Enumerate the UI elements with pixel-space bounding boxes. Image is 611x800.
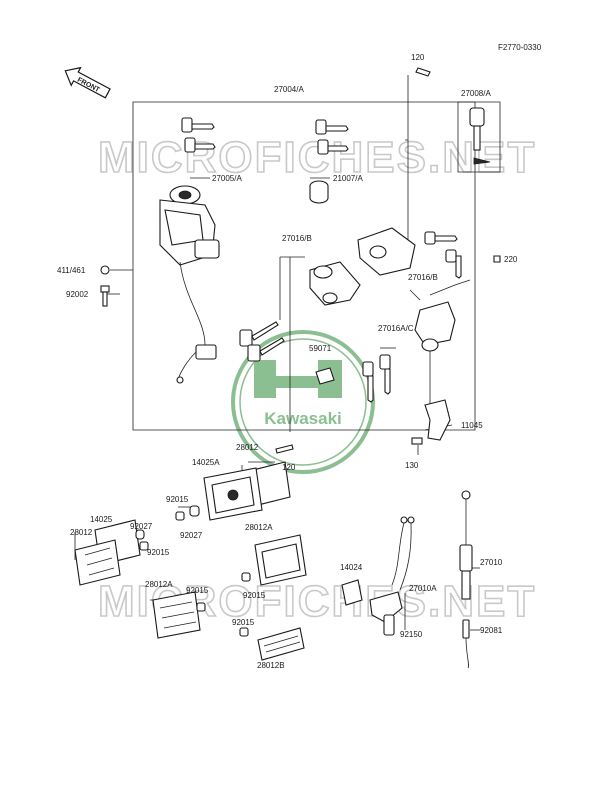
label-220: 220: [504, 255, 518, 264]
ignition-switch-body: [159, 185, 220, 384]
key-pair-27016ac: [362, 354, 391, 403]
label-27010a: 27010A: [409, 584, 437, 593]
label-27005a: 27005/A: [212, 174, 242, 183]
label-59071: 59071: [309, 344, 332, 353]
steering-lock-27016b-middle: [309, 261, 361, 306]
switch-27010: [459, 490, 473, 669]
lamp-lens-28012a-left: [152, 591, 201, 639]
screw-220: [493, 255, 501, 263]
label-28012-top: 28012: [236, 443, 259, 452]
clip-14024: [341, 579, 363, 606]
switch-27010a: [369, 516, 415, 636]
socket-92015-e: [239, 627, 249, 637]
label-28012-left: 28012: [70, 528, 93, 537]
label-92027-a: 92027: [180, 531, 203, 540]
part-59071: [315, 367, 335, 385]
label-28012a-left: 28012A: [145, 580, 173, 589]
washer-411-461: [100, 265, 110, 275]
key-pair-upper-middle: [315, 119, 349, 155]
lock-27016ac: [409, 289, 456, 352]
label-28012a-right: 28012A: [245, 523, 273, 532]
label-27016ac: 27016A/C: [378, 324, 414, 333]
bracket-11045: [424, 399, 451, 441]
label-92015-c: 92015: [243, 591, 266, 600]
callout-labels: 120 27004/A 27008/A 27005/A 21007/A 2701…: [57, 53, 518, 670]
label-21007a: 21007/A: [333, 174, 363, 183]
lens-28012b: [257, 627, 305, 661]
label-92150: 92150: [400, 630, 423, 639]
bolt-120-top: [415, 67, 431, 77]
label-92015-e: 92015: [232, 618, 255, 627]
label-120-top: 120: [411, 53, 425, 62]
lamp-lens-28012-left: [74, 539, 121, 586]
label-14025: 14025: [90, 515, 113, 524]
socket-92015-d: [196, 602, 206, 612]
watermark-logo-text: Kawasaki: [264, 409, 342, 428]
label-120-bottom: 120: [282, 463, 296, 472]
bulb-92027-b: [135, 529, 145, 540]
lamp-housing-28012a-right: [254, 534, 307, 586]
key-set-box: [457, 101, 501, 173]
label-27004a: 27004/A: [274, 85, 304, 94]
watermark-text-top: MICROFICHES.NET: [98, 133, 536, 182]
label-130: 130: [405, 461, 419, 470]
bolt-130: [411, 437, 423, 445]
socket-92015-a: [175, 511, 185, 521]
label-92081: 92081: [480, 626, 503, 635]
label-27010: 27010: [480, 558, 503, 567]
label-92027-b: 92027: [130, 522, 153, 531]
lock-cylinder-21007a: [309, 180, 329, 204]
label-92015-b: 92015: [147, 548, 170, 557]
key-pair-27005a: [181, 117, 216, 153]
key-27008a: [469, 107, 491, 165]
bolt-120-bottom: [275, 444, 294, 454]
socket-92015-c: [241, 572, 251, 582]
kawasaki-watermark-logo: Kawasaki: [231, 330, 375, 474]
label-92015-a: 92015: [166, 495, 189, 504]
key-pair-left-lower: [239, 321, 285, 362]
label-92002: 92002: [66, 290, 89, 299]
drawing-reference-code: F2770-0330: [498, 43, 542, 52]
lamp-housing-14025a: [203, 467, 263, 521]
label-27016b-top: 27016/B: [282, 234, 312, 243]
socket-92015-b: [139, 541, 149, 551]
label-411-461: 411/461: [57, 266, 86, 275]
label-27016b-right: 27016/B: [408, 273, 438, 282]
bulb-92027-a: [189, 505, 200, 517]
label-14024: 14024: [340, 563, 363, 572]
ignition-set-box: [132, 101, 476, 431]
front-arrow-icon: FRONT: [64, 66, 111, 99]
label-92015-d: 92015: [186, 586, 209, 595]
bolt-92002: [100, 285, 110, 307]
steering-lock-27016b-right: [357, 227, 462, 279]
label-28012b: 28012B: [257, 661, 285, 670]
label-27008a: 27008/A: [461, 89, 491, 98]
label-14025a: 14025A: [192, 458, 220, 467]
label-11045: 11045: [461, 421, 483, 430]
